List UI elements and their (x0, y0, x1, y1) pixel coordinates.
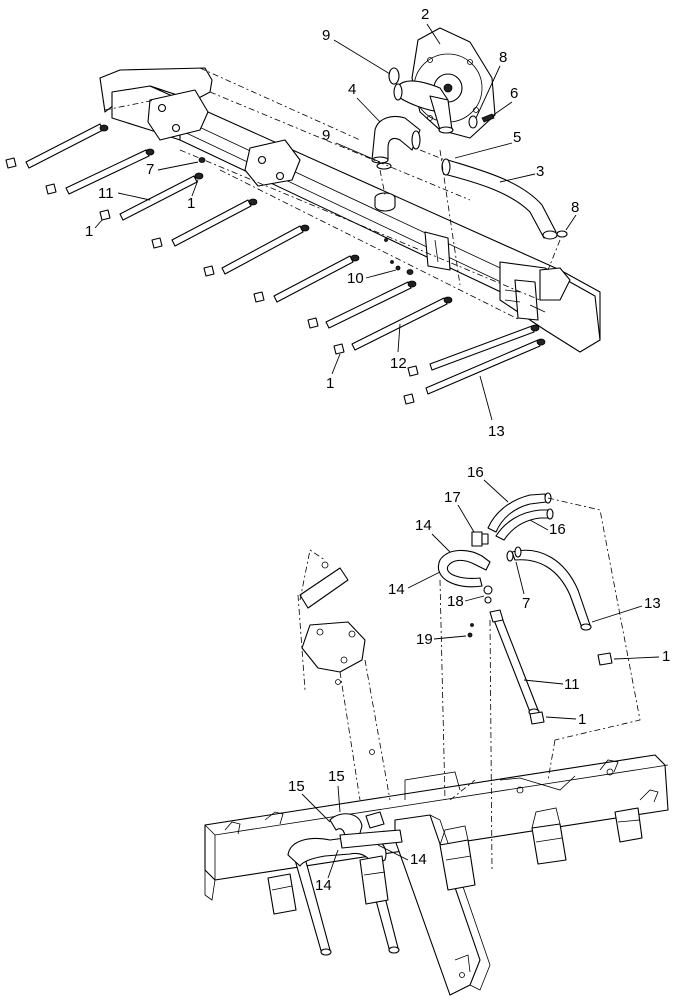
callout-14-bottom-right: 14 (410, 851, 427, 868)
elbow-4 (371, 115, 421, 164)
callout-16-top: 16 (467, 464, 484, 481)
callout-7: 7 (146, 161, 154, 178)
callout-13: 13 (488, 423, 505, 440)
flex-hose-3 (441, 158, 558, 240)
bolt-6 (481, 113, 495, 123)
clamp-8-hose (556, 230, 568, 238)
upper-frame-beam (99, 67, 601, 353)
callout-3: 3 (536, 163, 544, 180)
callout-10: 10 (347, 270, 364, 287)
clamp-8-fan (468, 115, 478, 129)
callout-1-bottom: 1 (326, 375, 334, 392)
callout-15-left: 15 (288, 778, 305, 795)
callout-14-bottom-left: 14 (315, 877, 332, 894)
upper-callouts: 2 9 8 4 6 9 5 3 7 11 1 1 8 (85, 6, 579, 440)
callout-1-upper: 1 (662, 648, 670, 665)
lower-manifold-bends (287, 811, 403, 867)
callout-14-top: 14 (415, 517, 432, 534)
callout-2: 2 (421, 6, 429, 23)
lower-right-hoses (437, 492, 641, 871)
callout-13-lower: 13 (644, 595, 661, 612)
o-ring-9-bottom (376, 162, 392, 170)
callout-9-top: 9 (322, 27, 330, 44)
callout-5: 5 (513, 129, 521, 146)
clamp-17 (471, 531, 483, 547)
upper-assembly-lines (104, 67, 561, 321)
o-ring-9-top (388, 67, 400, 85)
callout-18: 18 (447, 593, 464, 610)
upper-end-caps (5, 157, 419, 405)
upper-assembly: 2 9 8 4 6 9 5 3 7 11 1 1 8 (5, 6, 601, 440)
callout-19: 19 (416, 631, 433, 648)
support-post (297, 549, 391, 801)
callout-15-right: 15 (328, 768, 345, 785)
callout-17: 17 (444, 489, 461, 506)
callout-14-mid: 14 (388, 581, 405, 598)
upper-tube-fittings (99, 124, 546, 346)
callout-11: 11 (98, 185, 114, 202)
callout-11-lower: 11 (564, 676, 580, 693)
callout-16-right: 16 (549, 521, 566, 538)
callout-4: 4 (348, 81, 356, 98)
callout-1-left: 1 (85, 223, 93, 240)
callout-12: 12 (390, 355, 407, 372)
callout-1-lower: 1 (578, 711, 586, 728)
fan-housing (393, 27, 496, 139)
callout-8-hose: 8 (571, 199, 579, 216)
callout-9-bottom: 9 (322, 127, 330, 144)
lower-callouts: 16 17 16 14 14 7 18 13 19 1 11 1 (288, 464, 670, 894)
callout-7-lower: 7 (522, 595, 530, 612)
lower-openers (267, 807, 643, 915)
upper-distribution-tubes (25, 123, 541, 395)
lower-assembly: 16 17 16 14 14 7 18 13 19 1 11 1 (204, 464, 670, 996)
callout-6: 6 (510, 85, 518, 102)
hardware-10 (384, 238, 401, 271)
callout-1-right: 1 (187, 195, 195, 212)
callout-8-fan: 8 (499, 49, 507, 66)
